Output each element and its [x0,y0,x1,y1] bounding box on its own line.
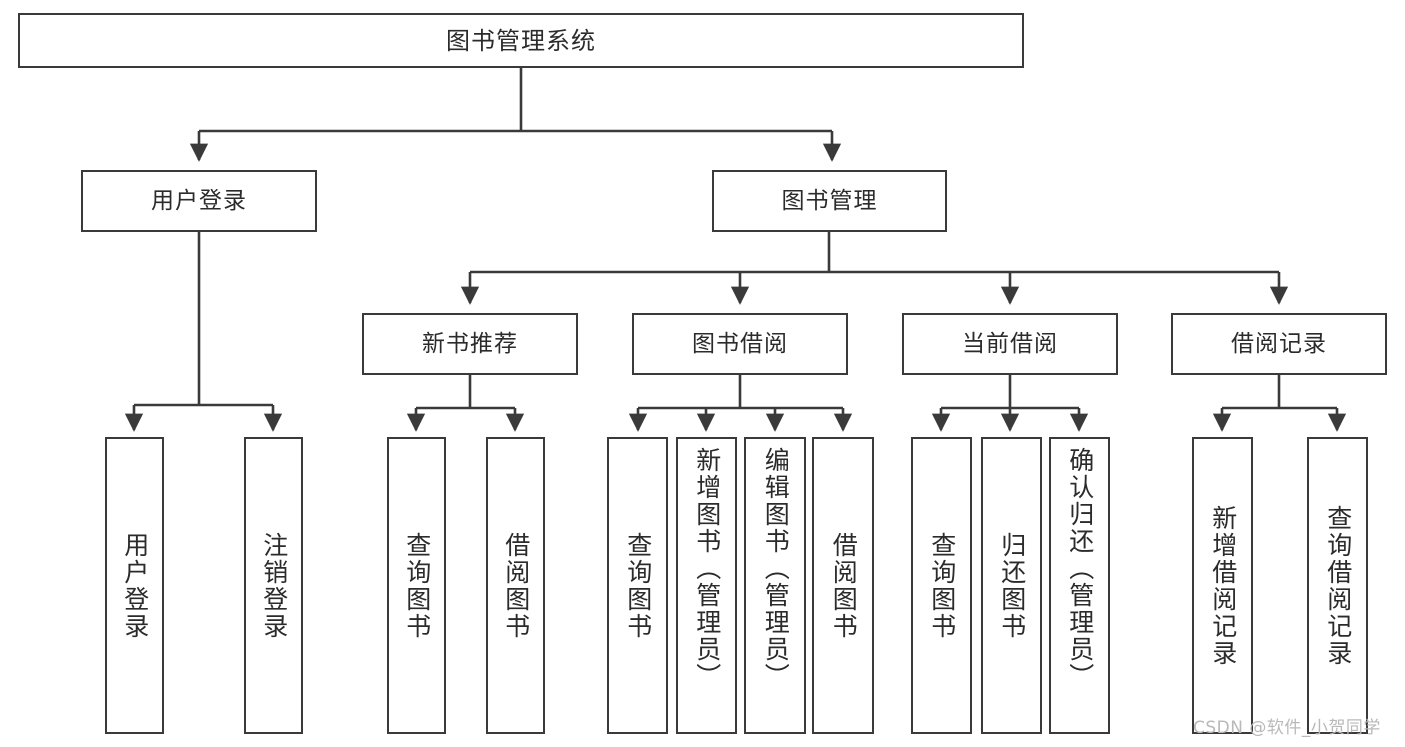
node-label: 查询借阅记录 [1323,504,1353,667]
node-user-login[interactable]: 用户登录 [81,170,317,232]
node-label: 查询图书 [623,531,653,640]
leaf-query-books-recommend[interactable]: 查询图书 [387,437,446,734]
node-label: 新增图书（管理员） [692,447,722,690]
node-label: 用户登录 [151,187,247,214]
node-label: 编辑图书（管理员） [761,447,791,690]
leaf-confirm-return-admin[interactable]: 确认归还（管理员） [1049,437,1110,734]
leaf-edit-book-admin[interactable]: 编辑图书（管理员） [744,437,806,734]
node-label: 归还图书 [997,531,1027,640]
node-label: 新增借阅记录 [1208,504,1238,667]
node-book-management[interactable]: 图书管理 [712,170,947,232]
leaf-add-borrow-record[interactable]: 新增借阅记录 [1192,437,1253,734]
leaf-logout-login[interactable]: 注销登录 [244,437,303,734]
node-label: 新书推荐 [422,330,518,357]
node-label: 借阅图书 [829,531,859,640]
node-label: 图书借阅 [692,330,788,357]
node-label: 注销登录 [259,531,289,640]
leaf-add-book-admin[interactable]: 新增图书（管理员） [676,437,737,734]
node-root-system[interactable]: 图书管理系统 [18,13,1024,68]
leaf-return-books[interactable]: 归还图书 [981,437,1042,734]
node-current-borrow[interactable]: 当前借阅 [902,313,1118,375]
node-label: 查询图书 [402,531,432,640]
leaf-query-books-current[interactable]: 查询图书 [911,437,972,734]
node-label: 用户登录 [120,531,150,640]
leaf-query-books-borrow[interactable]: 查询图书 [607,437,668,734]
node-book-borrow[interactable]: 图书借阅 [632,313,848,375]
node-label: 图书管理 [781,187,878,214]
node-label: 当前借阅 [962,330,1058,357]
leaf-borrow-books-borrow[interactable]: 借阅图书 [812,437,874,734]
leaf-borrow-books-recommend[interactable]: 借阅图书 [486,437,545,734]
node-label: 借阅图书 [501,531,531,640]
leaf-user-login[interactable]: 用户登录 [105,437,164,734]
leaf-query-borrow-record[interactable]: 查询借阅记录 [1307,437,1368,734]
node-borrow-records[interactable]: 借阅记录 [1171,313,1387,375]
node-new-book-recommend[interactable]: 新书推荐 [362,313,578,375]
node-label: 查询图书 [927,531,957,640]
node-label: 确认归还（管理员） [1065,447,1095,690]
node-label: 图书管理系统 [446,26,596,55]
node-label: 借阅记录 [1231,330,1327,357]
